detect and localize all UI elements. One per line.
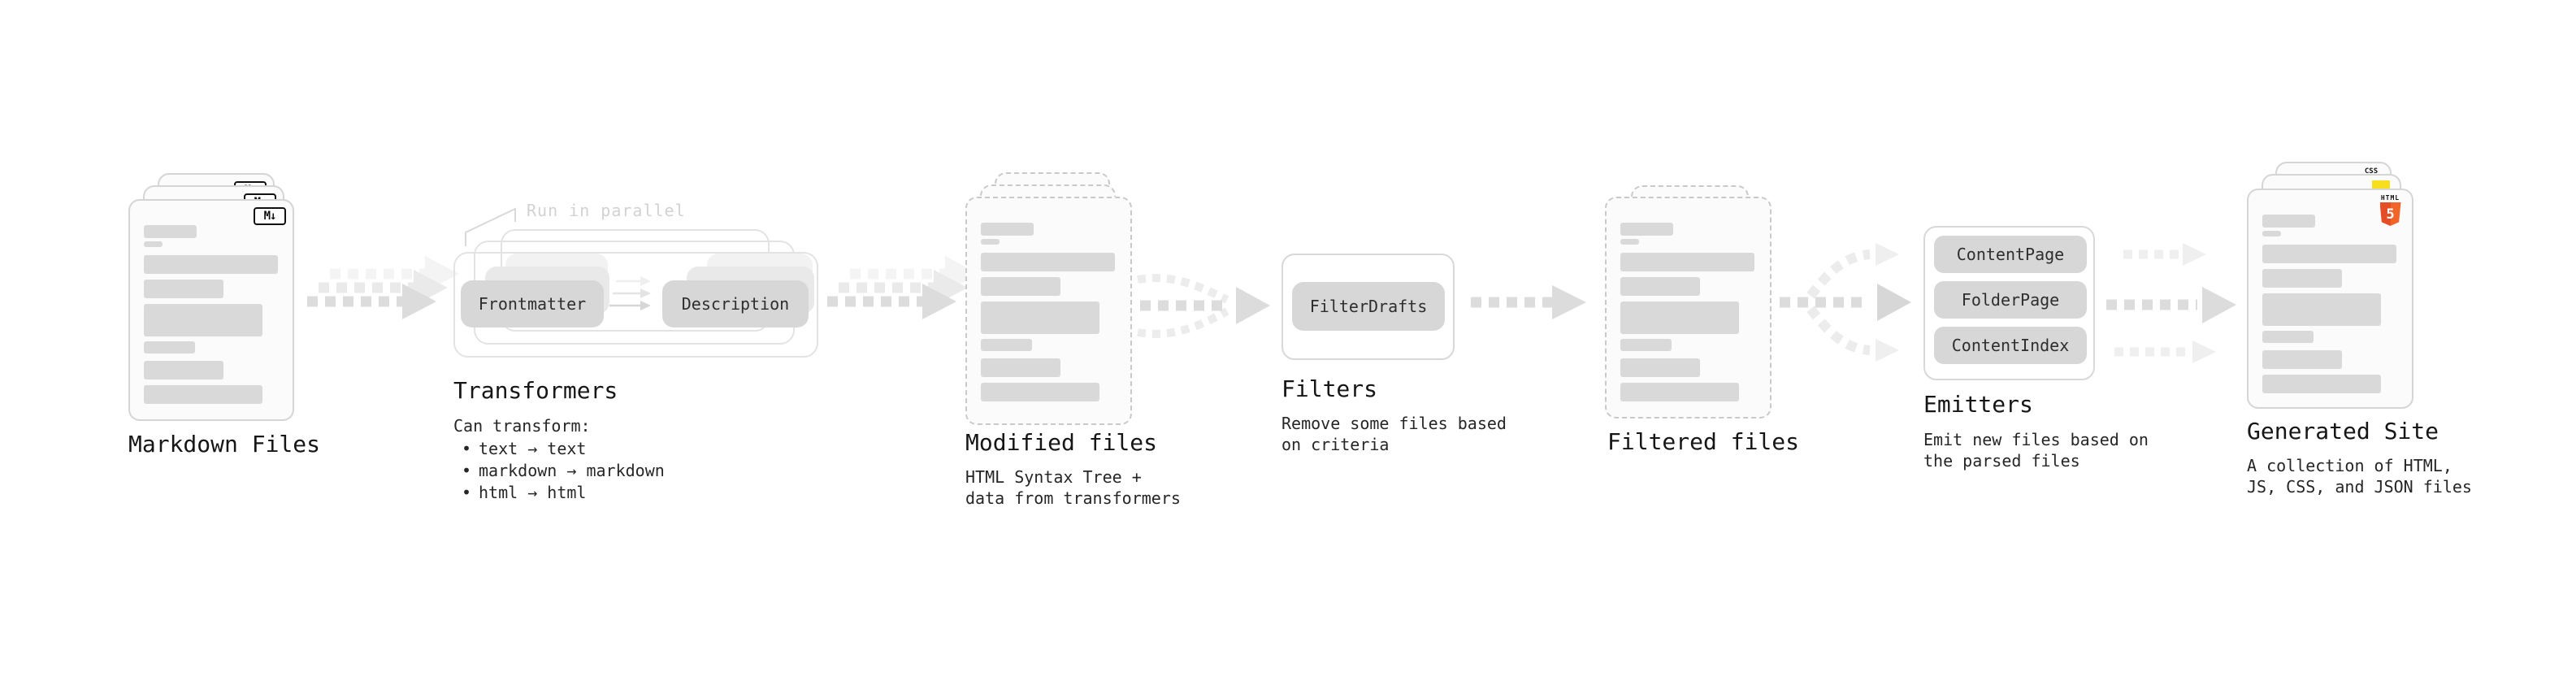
- site-file-card-html: HTML 5: [2247, 189, 2413, 409]
- transformer-container-front: [453, 252, 818, 358]
- placeholder-text-bar: [144, 304, 262, 336]
- html5-icon-text: HTML: [2380, 194, 2400, 202]
- arrow-emitters-to-site: [2106, 243, 2236, 363]
- placeholder-text-bar: [2262, 350, 2342, 369]
- placeholder-text-bar: [981, 383, 1099, 401]
- filters-label: Filters: [1281, 375, 1378, 402]
- run-in-parallel-annotation: Run in parallel: [527, 201, 686, 220]
- placeholder-text-bar: [2262, 375, 2381, 393]
- transformers-description-title: Can transform:: [453, 416, 591, 436]
- css-icon-text: CSS: [2364, 167, 2379, 176]
- arrow-filtered-to-emitters: [1780, 243, 1911, 362]
- placeholder-text-bar: [2262, 331, 2314, 343]
- modified-files-label: Modified files: [965, 429, 1158, 456]
- generated-site-description: A collection of HTML, JS, CSS, and JSON …: [2247, 456, 2472, 497]
- folder-page-pill: FolderPage: [1934, 281, 2087, 319]
- placeholder-text-bar: [144, 225, 197, 238]
- placeholder-text-bar: [1620, 339, 1672, 351]
- placeholder-text-bar: [144, 341, 195, 354]
- frontmatter-pill: Frontmatter: [461, 280, 604, 327]
- capability-item: text → text: [453, 438, 665, 460]
- annotation-callout-line: [465, 207, 516, 246]
- placeholder-text-bar: [981, 253, 1115, 271]
- placeholder-text-bar: [144, 361, 223, 380]
- modified-file-card-front: [965, 197, 1132, 425]
- placeholder-text-bar: [1620, 277, 1700, 296]
- capability-item: markdown → markdown: [453, 460, 665, 482]
- placeholder-text-bar: [2262, 231, 2281, 236]
- emitters-label: Emitters: [1923, 391, 2033, 418]
- placeholder-text-bar: [2262, 269, 2342, 288]
- transformers-label: Transformers: [453, 377, 618, 404]
- arrow-markdown-to-transformers: [307, 256, 459, 319]
- placeholder-text-bar: [144, 241, 163, 247]
- markdown-file-card-front: M↓: [128, 199, 294, 421]
- placeholder-text-bar: [981, 223, 1034, 236]
- arrow-filters-to-filtered: [1471, 285, 1586, 319]
- modified-files-description: HTML Syntax Tree + data from transformer…: [965, 467, 1181, 508]
- placeholder-text-bar: [1620, 358, 1700, 377]
- html5-icon: HTML 5: [2379, 194, 2401, 226]
- description-pill: Description: [662, 280, 809, 327]
- html5-icon-shield: 5: [2379, 202, 2401, 226]
- content-index-pill: ContentIndex: [1934, 327, 2087, 364]
- arrow-transformers-to-modified: [827, 256, 979, 319]
- generated-site-label: Generated Site: [2247, 418, 2439, 445]
- filtered-files-label: Filtered files: [1607, 428, 1800, 455]
- placeholder-text-bar: [1620, 239, 1639, 245]
- placeholder-text-bar: [2262, 215, 2315, 228]
- placeholder-text-bar: [144, 280, 223, 298]
- placeholder-text-bar: [2262, 293, 2381, 326]
- placeholder-text-bar: [144, 385, 262, 404]
- transformer-pill-arrows: [609, 276, 651, 310]
- content-page-pill: ContentPage: [1934, 236, 2087, 273]
- placeholder-text-bar: [981, 277, 1060, 296]
- arrow-modified-to-filters: [1137, 274, 1270, 338]
- capability-item: html → html: [453, 482, 665, 504]
- filter-drafts-pill: FilterDrafts: [1292, 282, 1445, 331]
- placeholder-text-bar: [1620, 223, 1673, 236]
- placeholder-text-bar: [981, 358, 1060, 377]
- placeholder-text-bar: [981, 239, 1000, 245]
- markdown-icon: M↓: [254, 207, 286, 225]
- markdown-files-label: Markdown Files: [128, 431, 321, 458]
- placeholder-text-bar: [981, 339, 1032, 351]
- placeholder-text-bar: [981, 301, 1099, 334]
- placeholder-text-bar: [1620, 253, 1754, 271]
- placeholder-text-bar: [1620, 383, 1739, 401]
- emitters-description: Emit new files based on the parsed files: [1923, 430, 2149, 471]
- placeholder-text-bar: [144, 255, 278, 274]
- filtered-file-card-front: [1605, 197, 1772, 419]
- html5-icon-number: 5: [2386, 206, 2395, 223]
- placeholder-text-bar: [2262, 245, 2396, 263]
- placeholder-text-bar: [1620, 301, 1739, 334]
- filters-description: Remove some files based on criteria: [1281, 414, 1507, 454]
- javascript-icon: [2372, 180, 2390, 190]
- transformers-capability-list: text → text markdown → markdown html → h…: [453, 438, 665, 504]
